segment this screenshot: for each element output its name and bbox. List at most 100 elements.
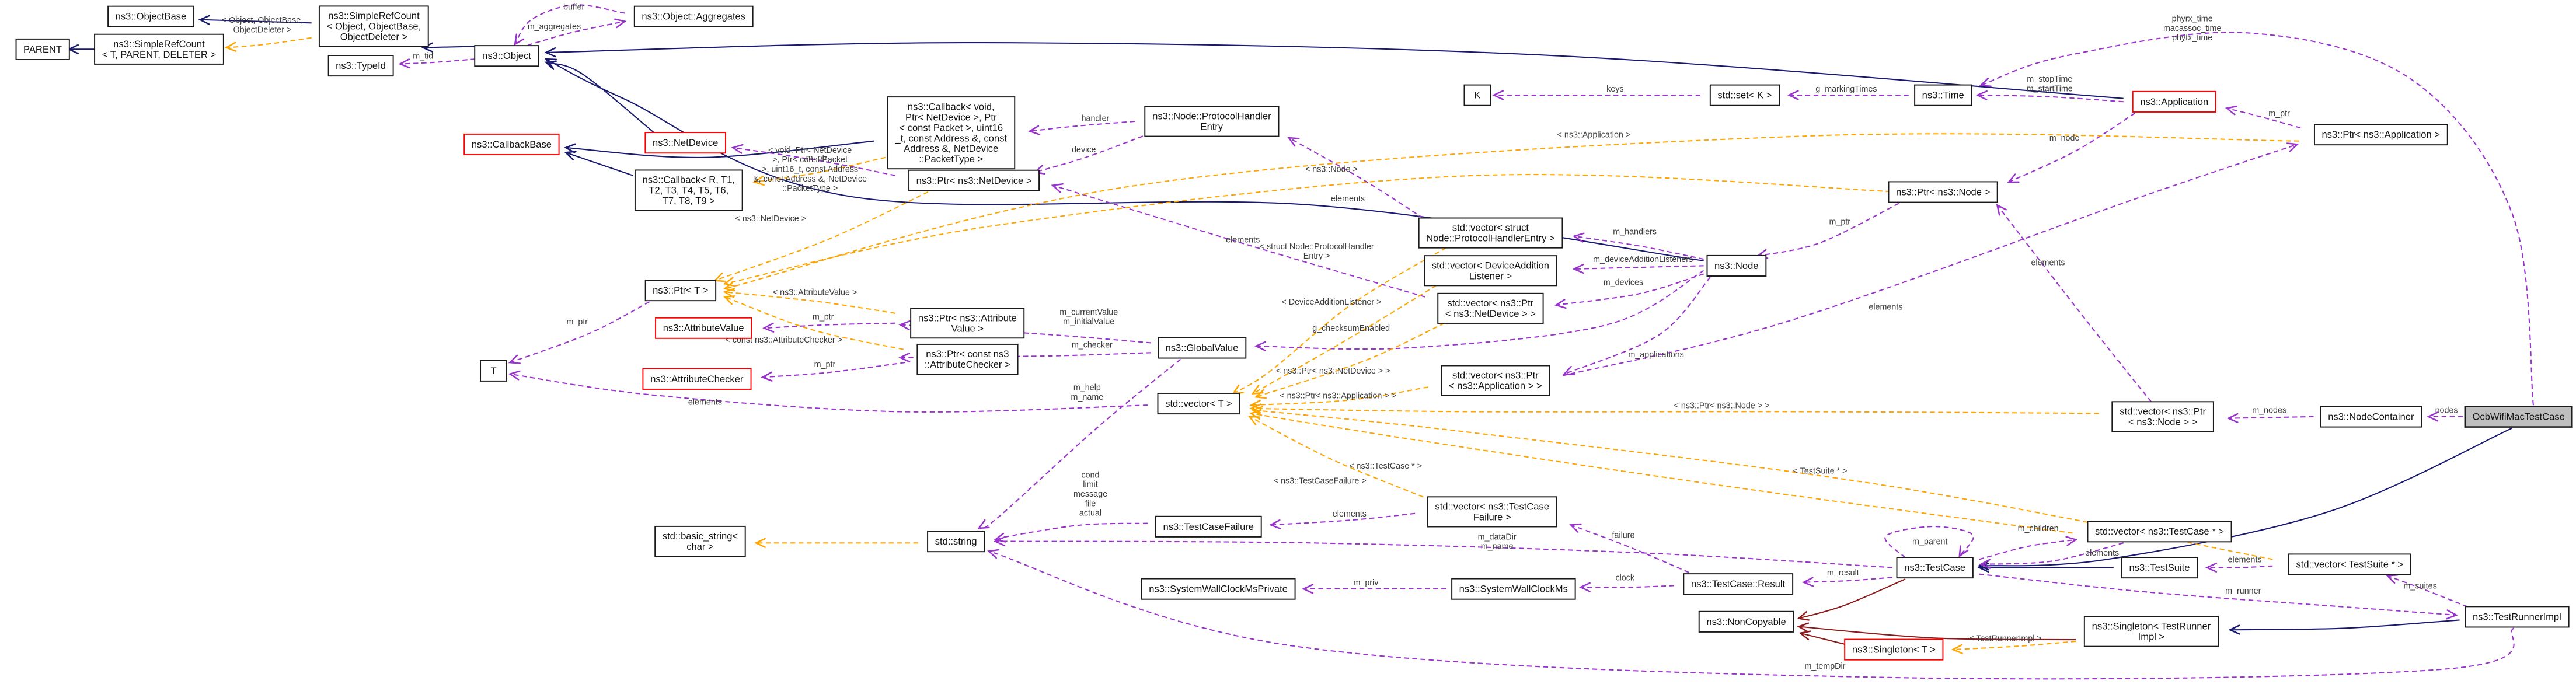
edge-inh-4 bbox=[564, 140, 874, 159]
class-node-attributevalue[interactable]: ns3::AttributeValue bbox=[655, 317, 752, 339]
class-node-globalvalue[interactable]: ns3::GlobalValue bbox=[1158, 337, 1247, 359]
class-node-ptr-netdevice[interactable]: ns3::Ptr< ns3::NetDevice > bbox=[908, 169, 1040, 191]
class-node-noncopyable[interactable]: ns3::NonCopyable bbox=[1698, 610, 1794, 633]
class-node-callbackbase[interactable]: ns3::CallbackBase bbox=[463, 133, 560, 156]
class-node-label-simplerefcount-t: ns3::SimpleRefCount< T, PARENT, DELETER … bbox=[102, 39, 216, 60]
edge--ns3-AttributeValue--label: < ns3::AttributeValue > bbox=[773, 288, 857, 297]
class-node-box-ptr-attributevalue bbox=[910, 308, 1025, 339]
class-node-box-singleton-t bbox=[1844, 638, 1944, 661]
class-node-label-vector-ptr-application: std::vector< ns3::Ptr< ns3::Application … bbox=[1449, 370, 1542, 392]
class-node-objectbase[interactable]: ns3::ObjectBase bbox=[107, 5, 195, 27]
class-node-box-ocbwifimactestcase bbox=[2464, 406, 2573, 428]
class-node-callback-r[interactable]: ns3::Callback< R, T1,T2, T3, T4, T5, T6,… bbox=[634, 169, 743, 211]
class-node-box-vector-testcasefailure bbox=[1427, 496, 1557, 528]
class-node-box-vector-testcase-ptr bbox=[2087, 521, 2232, 543]
edge-elements bbox=[1051, 183, 1425, 298]
class-node-typeid[interactable]: ns3::TypeId bbox=[327, 55, 394, 77]
class-node-testsuite[interactable]: ns3::TestSuite bbox=[2121, 557, 2198, 579]
edge-m_runner-label: m_runner bbox=[2225, 587, 2261, 596]
class-node-vector-ptr-netdevice[interactable]: std::vector< ns3::Ptr< ns3::NetDevice > … bbox=[1437, 292, 1544, 324]
edge-elements bbox=[1996, 203, 2152, 403]
edge--ns3-NetDevice- bbox=[713, 191, 929, 282]
class-node-box-netdevice bbox=[644, 132, 726, 154]
class-node-ocbwifimactestcase[interactable]: OcbWifiMacTestCase bbox=[2464, 406, 2573, 428]
class-node-application[interactable]: ns3::Application bbox=[2132, 90, 2216, 113]
class-node-vector-testsuite-ptr[interactable]: std::vector< TestSuite * > bbox=[2288, 553, 2411, 575]
class-node-ptr-attributechecker[interactable]: ns3::Ptr< const ns3::AttributeChecker > bbox=[916, 343, 1019, 375]
edge-m_children-label: m_children bbox=[2018, 524, 2059, 533]
edge--DeviceAdditionListener- bbox=[1251, 285, 1437, 395]
class-node-time[interactable]: ns3::Time bbox=[1914, 84, 1972, 106]
class-node-vector-testcase-ptr[interactable]: std::vector< ns3::TestCase * > bbox=[2087, 521, 2232, 543]
class-node-testcase-result[interactable]: ns3::TestCase::Result bbox=[1683, 573, 1794, 595]
class-node-label-singleton-t: ns3::Singleton< T > bbox=[1852, 644, 1936, 655]
class-node-vector-t[interactable]: std::vector< T > bbox=[1157, 392, 1240, 415]
class-node-string[interactable]: std::string bbox=[927, 531, 985, 553]
edge-elements bbox=[2205, 562, 2273, 573]
class-node-ptr-t[interactable]: ns3::Ptr< T > bbox=[644, 280, 717, 302]
edge--ns3-TestCase- bbox=[1249, 410, 2073, 534]
class-node-object-aggregates[interactable]: ns3::Object::Aggregates bbox=[633, 5, 754, 27]
class-node-ptr-node[interactable]: ns3::Ptr< ns3::Node > bbox=[1888, 181, 1998, 203]
edge-m_ptr bbox=[761, 362, 905, 382]
edge-phyrx_time bbox=[1979, 32, 2535, 406]
class-node-simplerefcount-object[interactable]: ns3::SimpleRefCount< Object, ObjectBase,… bbox=[318, 5, 429, 47]
edge-inh-3 bbox=[564, 151, 633, 176]
class-node-systemwallclockms[interactable]: ns3::SystemWallClockMs bbox=[1451, 578, 1576, 600]
class-node-label-ocbwifimactestcase: OcbWifiMacTestCase bbox=[2473, 411, 2565, 422]
class-node-callback-void[interactable]: ns3::Callback< void,Ptr< NetDevice >, Pt… bbox=[887, 96, 1016, 170]
class-node-box-attributevalue bbox=[655, 317, 752, 339]
class-node-vector-ptr-node[interactable]: std::vector< ns3::Ptr< ns3::Node > > bbox=[2111, 401, 2214, 432]
class-node-testcase[interactable]: ns3::TestCase bbox=[1896, 557, 1974, 579]
class-node-set-k[interactable]: std::set< K > bbox=[1709, 84, 1780, 106]
class-node-attributechecker[interactable]: ns3::AttributeChecker bbox=[642, 368, 752, 390]
class-node-label-ptr-application: ns3::Ptr< ns3::Application > bbox=[2321, 129, 2440, 140]
class-node-label-callback-void: ns3::Callback< void,Ptr< NetDevice >, Pt… bbox=[895, 101, 1008, 165]
class-node-box-callbackbase bbox=[463, 133, 560, 156]
class-node-box-noncopyable bbox=[1698, 610, 1794, 633]
class-node-box-object-aggregates bbox=[633, 5, 754, 27]
class-node-t[interactable]: T bbox=[480, 360, 507, 382]
class-node-systemwallclockms-private[interactable]: ns3::SystemWallClockMsPrivate bbox=[1141, 578, 1296, 600]
edge-m_suites-label: m_suites bbox=[2404, 581, 2437, 591]
edge-m_ptr bbox=[1756, 203, 1899, 259]
edge--ns3-NetDevice--label: < ns3::NetDevice > bbox=[735, 214, 806, 224]
class-node-object[interactable]: ns3::Object bbox=[474, 45, 539, 67]
class-node-box-vector-ptr-application bbox=[1441, 365, 1550, 396]
class-node-netdevice[interactable]: ns3::NetDevice bbox=[644, 132, 726, 154]
class-node-box-systemwallclockms bbox=[1451, 578, 1576, 600]
class-node-basic-string[interactable]: std::basic_string<char > bbox=[654, 525, 746, 557]
class-node-ptr-application[interactable]: ns3::Ptr< ns3::Application > bbox=[2313, 124, 2448, 146]
class-node-testrunnerimpl[interactable]: ns3::TestRunnerImpl bbox=[2465, 606, 2570, 628]
class-node-k[interactable]: K bbox=[1463, 84, 1491, 106]
class-node-testcasefailure[interactable]: ns3::TestCaseFailure bbox=[1155, 515, 1262, 538]
class-node-nodecontainer[interactable]: ns3::NodeContainer bbox=[2320, 406, 2422, 428]
edge-elements-label: elements bbox=[1331, 194, 1365, 204]
class-node-parent[interactable]: PARENT bbox=[15, 38, 70, 61]
class-node-label-attributevalue: ns3::AttributeValue bbox=[663, 323, 744, 334]
class-node-box-vector-device-addition-listener bbox=[1424, 255, 1557, 287]
edge-m_ptr-label: m_ptr bbox=[566, 317, 588, 327]
class-node-vector-ptr-application[interactable]: std::vector< ns3::Ptr< ns3::Application … bbox=[1441, 365, 1550, 396]
class-node-box-application bbox=[2132, 90, 2216, 113]
class-node-label-typeid: ns3::TypeId bbox=[336, 60, 386, 71]
class-node-simplerefcount-t[interactable]: ns3::SimpleRefCount< T, PARENT, DELETER … bbox=[94, 33, 224, 65]
class-node-label-testcase-result: ns3::TestCase::Result bbox=[1691, 578, 1785, 589]
class-node-node[interactable]: ns3::Node bbox=[1706, 254, 1767, 277]
class-node-box-vector-protocol-handler-entry bbox=[1418, 217, 1563, 249]
class-node-singleton-t[interactable]: ns3::Singleton< T > bbox=[1844, 638, 1944, 661]
class-node-box-singleton-testrunnerimpl bbox=[2083, 616, 2219, 647]
class-node-label-globalvalue: ns3::GlobalValue bbox=[1166, 342, 1239, 353]
edge-m_parent-label: m_parent bbox=[1912, 538, 1947, 547]
edge-keys-label: keys bbox=[1606, 85, 1623, 94]
class-node-label-vector-ptr-node: std::vector< ns3::Ptr< ns3::Node > > bbox=[2120, 406, 2206, 428]
